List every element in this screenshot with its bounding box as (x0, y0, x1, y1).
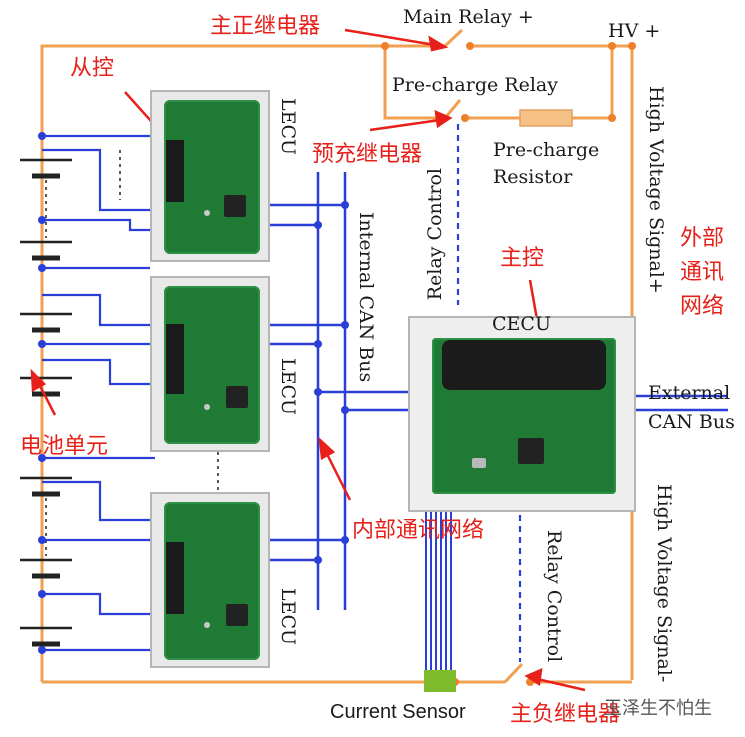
sense-wires (42, 134, 155, 652)
battery-cell-annotation: 电池单元 (20, 434, 109, 459)
relay-control-top-label: Relay Control (424, 168, 446, 301)
cecu-label: CECU (492, 313, 551, 335)
cecu-pcb (432, 338, 616, 494)
relay-control-lines (456, 124, 522, 662)
watermark: 玉泽生不怕生 (604, 698, 712, 719)
precharge-resistor-label-1: Pre-charge (493, 139, 600, 161)
cell-dots (45, 150, 219, 556)
current-sensor-wires (425, 510, 452, 670)
battery-cells (20, 158, 72, 647)
lecu-board-top (150, 90, 270, 262)
hv-signal-plus-label: High Voltage Signal+ (645, 86, 667, 294)
external-comm-annotation-3: 网络 (680, 294, 725, 319)
component-icon (204, 622, 210, 628)
hv-signal-minus-label: High Voltage Signal- (653, 484, 675, 683)
internal-can-bus-label: Internal CAN Bus (355, 212, 377, 383)
connector-icon (166, 324, 184, 394)
external-comm-annotation-1: 外部 (680, 226, 725, 251)
lecu-board-bot (150, 492, 270, 668)
main-relay-switch (443, 28, 464, 48)
precharge-resistor (519, 109, 573, 127)
chip-icon (224, 195, 246, 217)
external-can-label-2: CAN Bus (648, 411, 735, 433)
external-can-label-1: External (648, 382, 731, 404)
bus-nodes (314, 201, 349, 564)
chip-icon (226, 386, 248, 408)
main-negative-relay-annotation: 主负继电器 (510, 702, 621, 727)
sense-nodes (38, 132, 46, 654)
connector-icon (166, 542, 184, 614)
main-negative-relay-switch (503, 662, 524, 684)
lecu-pcb-top (164, 100, 260, 254)
relay-control-bottom-label: Relay Control (543, 530, 565, 663)
master-control-annotation: 主控 (500, 246, 545, 271)
precharge-relay-label: Pre-charge Relay (392, 74, 558, 96)
chip-icon (472, 458, 486, 468)
current-sensor-block (424, 670, 456, 692)
main-positive-relay-annotation: 主正继电器 (210, 14, 321, 39)
current-sensor-label: Current Sensor (330, 701, 466, 723)
external-can-lines (636, 394, 728, 412)
lecu-top-label: LECU (277, 98, 299, 156)
lecu-pcb-mid (164, 286, 260, 444)
lecu-pcb-bot (164, 502, 260, 660)
cecu-connector-icon (442, 340, 606, 390)
precharge-relay-annotation: 预充继电器 (312, 142, 423, 167)
connector-icon (166, 140, 184, 202)
cecu-board (408, 316, 636, 512)
component-icon (204, 210, 210, 216)
precharge-resistor-label-2: Resistor (493, 166, 573, 188)
hv-plus-label: HV + (608, 20, 661, 42)
precharge-relay-switch (443, 99, 462, 119)
slave-control-annotation: 从控 (70, 56, 115, 81)
lecu-board-mid (150, 276, 270, 452)
main-relay-label: Main Relay + (403, 6, 534, 28)
component-icon (204, 404, 210, 410)
lecu-bot-label: LECU (277, 588, 299, 646)
internal-comm-annotation: 内部通讯网络 (352, 518, 485, 543)
lecu-mid-label: LECU (277, 358, 299, 416)
external-comm-annotation-2: 通讯 (680, 260, 725, 285)
processor-chip-icon (518, 438, 544, 464)
chip-icon (226, 604, 248, 626)
